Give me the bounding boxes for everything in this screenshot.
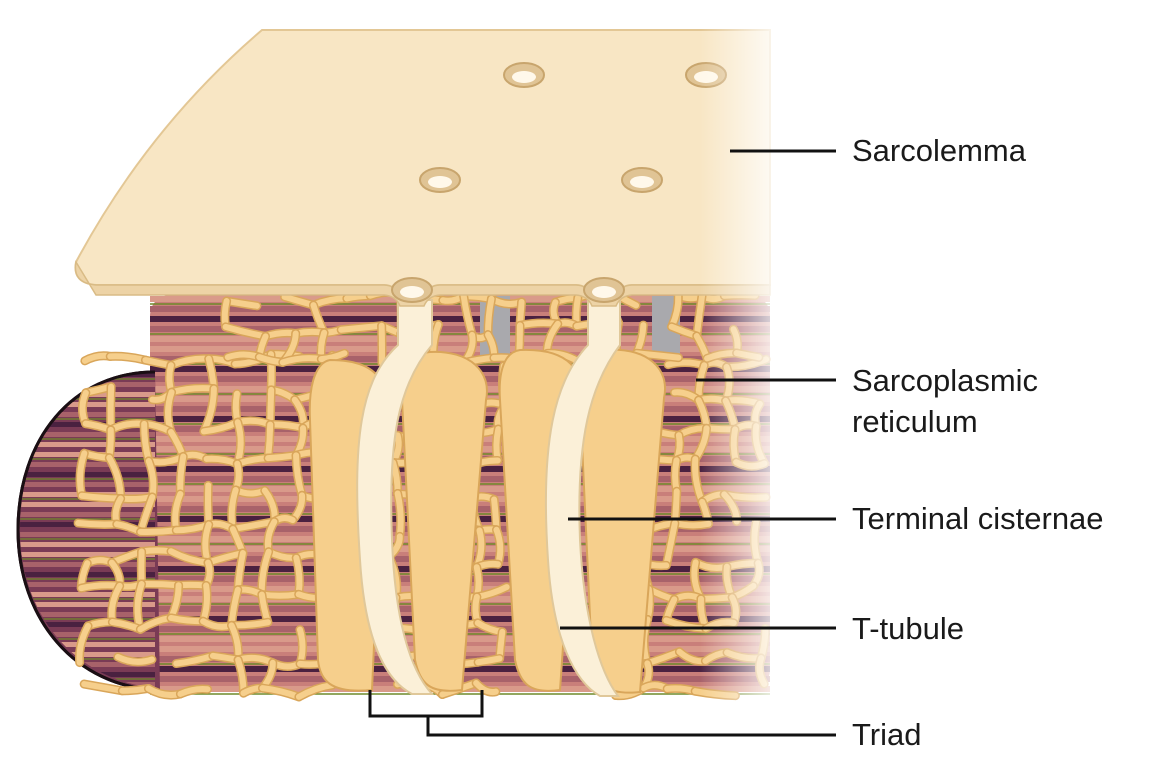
reticulum-tubule [237,422,240,463]
reticulum-tubule [228,354,259,357]
reticulum-tubule [300,630,303,664]
reticulum-tubule [398,493,401,536]
cross-section-stripe [18,482,158,487]
cross-section-stripe [18,472,158,477]
cross-section-stripe [18,542,158,547]
reticulum-tubule [82,496,121,499]
reticulum-tubule [270,390,271,425]
sarcoplasmic-reticulum-label-line1: Sarcoplasmic [852,362,1038,400]
terminal-cisternae-label: Terminal cisternae [852,500,1104,538]
reticulum-tubule [262,594,299,595]
sarcolemma-sheet [75,30,770,306]
reticulum-tubule [180,457,183,494]
reticulum-tubule [84,684,122,691]
t-tubule-label: T-tubule [852,610,964,648]
reticulum-tubule [142,584,179,585]
reticulum-tubule [171,618,203,621]
triad-leader-line [428,716,836,735]
cross-section-stripe [18,642,158,647]
reticulum-tubule [82,393,85,424]
sarcolemma-label: Sarcolemma [852,132,1026,170]
reticulum-tubule [296,558,299,595]
reticulum-tubule [208,485,209,524]
reticulum-tubule [268,425,270,459]
reticulum-tubule [205,525,208,563]
reticulum-tubule [675,460,677,491]
reticulum-tubule [668,363,704,366]
cross-section-stripe [18,652,158,657]
reticulum-tubule [488,299,491,335]
triad-label: Triad [852,716,921,754]
cross-section-stripe [18,672,158,677]
reticulum-tubule [478,658,500,662]
cross-section-stripe [18,382,158,387]
cross-section-stripe [18,412,158,417]
sarcoplasmic-reticulum-label-line2: reticulum [852,403,978,441]
reticulum-tubule [341,326,381,330]
cross-section-stripe [18,462,158,467]
reticulum-tubule [141,530,177,532]
reticulum-tubule [78,523,117,524]
reticulum-tubule [232,622,268,625]
fade-overlay [700,20,790,710]
cross-section-stripe [18,402,158,407]
reticulum-tubule [496,429,498,460]
cross-section-stripe [18,432,158,437]
cross-section-stripe [18,512,158,517]
